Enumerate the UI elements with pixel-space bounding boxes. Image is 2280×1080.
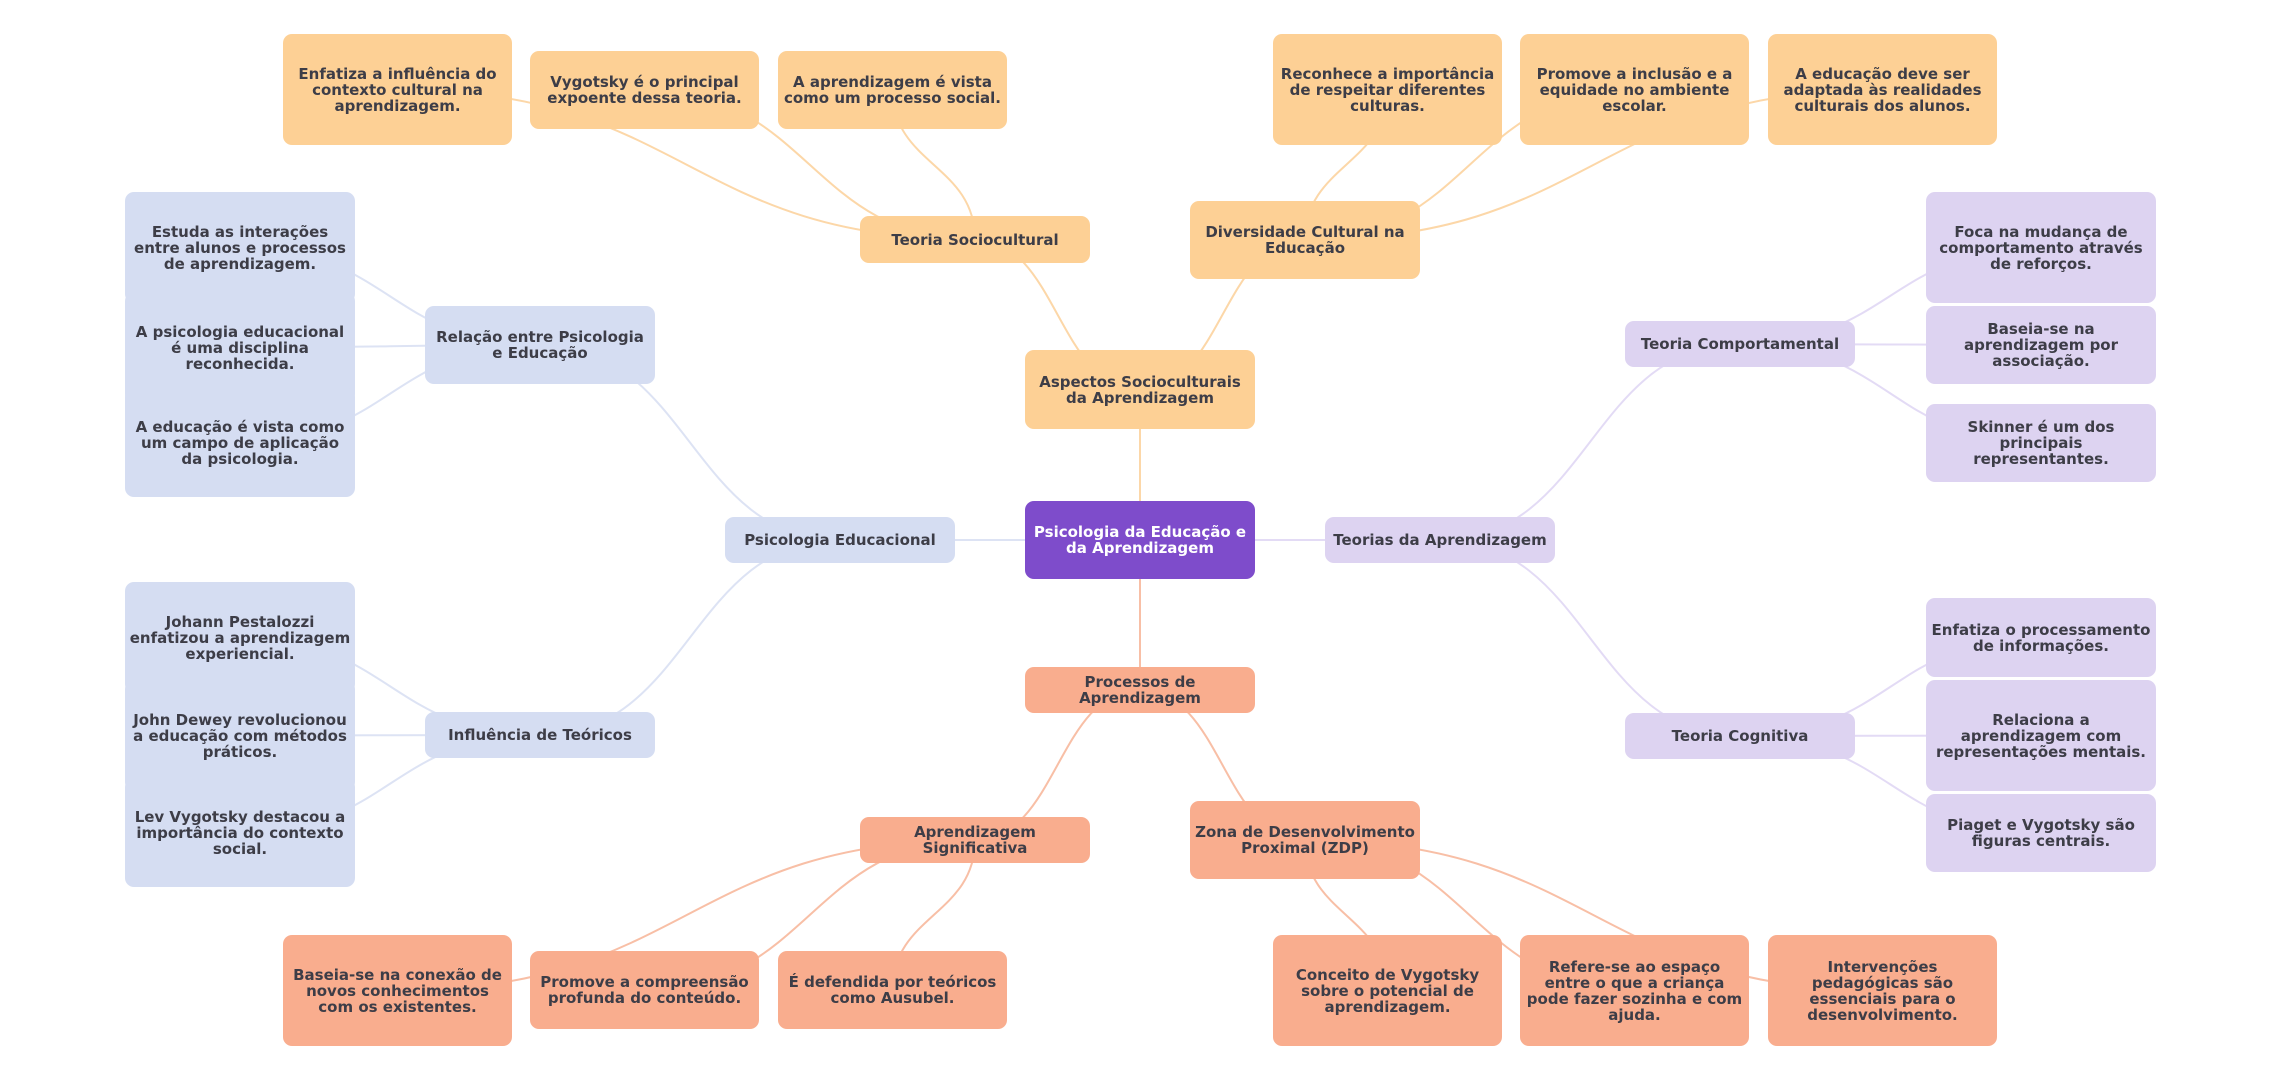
leaf-node[interactable]: A aprendizagem é vista como um processo … [778,51,1007,129]
leaf-node[interactable]: Enfatiza o processamento de informações. [1926,598,2156,677]
topic-zona-desenvolvimento-proximal[interactable]: Zona de Desenvolvimento Proximal (ZDP) [1190,801,1420,879]
leaf-text: Promove a inclusão e a equidade no ambie… [1536,64,1733,115]
leaf-node[interactable]: Promove a inclusão e a equidade no ambie… [1520,34,1749,145]
topic-aprendizagem-significativa[interactable]: Aprendizagem Significativa [860,817,1090,863]
topic-teoria-comportamental[interactable]: Teoria Comportamental [1625,321,1855,367]
leaf-node[interactable]: Piaget e Vygotsky são figuras centrais. [1926,794,2156,872]
leaf-text: Relaciona a aprendizagem com representaç… [1935,710,2146,761]
node-label: Teoria Comportamental [1640,335,1840,353]
node-label: Zona de Desenvolvimento Proximal (ZDP) [1195,823,1415,857]
leaf-text: Estuda as interações entre alunos e proc… [134,222,346,273]
leaf-node[interactable]: Estuda as interações entre alunos e proc… [125,192,355,303]
node-label: Aspectos Socioculturais da Aprendizagem [1039,372,1241,407]
leaf-node[interactable]: Promove a compreensão profunda do conteú… [530,951,759,1029]
leaf-text: Refere-se ao espaço entre o que a crianç… [1526,957,1743,1024]
connector-line [1439,343,1741,541]
leaf-node[interactable]: Baseia-se na aprendizagem por associação… [1926,306,2156,384]
leaf-text: A educação é vista como um campo de apli… [135,417,345,468]
node-label: Teorias da Aprendizagem [1333,531,1547,549]
leaf-text: Promove a compreensão profunda do conteú… [540,973,749,1007]
node-label: Teoria Cognitiva [1671,727,1809,745]
leaf-node[interactable]: Relaciona a aprendizagem com representaç… [1926,680,2156,791]
branch-aspectos-socioculturais[interactable]: Aspectos Socioculturais da Aprendizagem [1025,350,1255,429]
leaf-text: Foca na mudança de comportamento através… [1939,222,2143,273]
leaf-node[interactable]: Foca na mudança de comportamento através… [1926,192,2156,303]
leaf-node[interactable]: Baseia-se na conexão de novos conhecimen… [283,935,512,1046]
leaf-node[interactable]: Refere-se ao espaço entre o que a crianç… [1520,935,1749,1046]
leaf-node[interactable]: Reconhece a importância de respeitar dif… [1273,34,1502,145]
leaf-node[interactable]: Skinner é um dos principais representant… [1926,404,2156,482]
leaf-node[interactable]: John Dewey revolucionou a educação com m… [125,680,355,791]
leaf-node[interactable]: A educação deve ser adaptada às realidad… [1768,34,1997,145]
topic-teoria-sociocultural[interactable]: Teoria Sociocultural [860,216,1090,263]
branch-teorias-da-aprendizagem[interactable]: Teorias da Aprendizagem [1325,517,1555,563]
leaf-node[interactable]: Intervenções pedagógicas são essenciais … [1768,935,1997,1046]
node-label: Psicologia Educacional [744,531,936,549]
leaf-text: Enfatiza o processamento de informações. [1931,620,2151,655]
connector-line [539,539,841,736]
leaf-text: John Dewey revolucionou a educação com m… [133,710,347,761]
leaf-text: Conceito de Vygotsky sobre o potencial d… [1295,965,1480,1016]
leaf-text: Baseia-se na conexão de novos conhecimen… [293,965,502,1016]
leaf-node[interactable]: Johann Pestalozzi enfatizou a aprendizag… [125,582,355,693]
leaf-text: Intervenções pedagógicas são essenciais … [1807,957,1958,1024]
leaf-node[interactable]: Vygotsky é o principal expoente dessa te… [530,51,759,129]
leaf-text: Lev Vygotsky destacou a importância do c… [134,807,346,858]
leaf-text: Skinner é um dos principais representant… [1967,418,2115,468]
leaf-text: É defendida por teóricos como Ausubel. [788,973,997,1007]
node-label: Diversidade Cultural na Educação [1205,223,1405,257]
connector-line [1439,539,1741,737]
leaf-node[interactable]: A educação é vista como um campo de apli… [125,388,355,497]
leaf-text: A educação deve ser adaptada às realidad… [1783,64,1982,115]
leaf-text: A psicologia educacional é uma disciplin… [135,322,345,373]
topic-diversidade-cultural[interactable]: Diversidade Cultural na Educação [1190,201,1420,279]
leaf-node[interactable]: Conceito de Vygotsky sobre o potencial d… [1273,935,1502,1046]
node-label: Influência de Teóricos [448,726,632,744]
leaf-node[interactable]: É defendida por teóricos como Ausubel. [778,951,1007,1029]
leaf-text: Enfatiza a influência do contexto cultur… [298,64,497,115]
node-label: Processos de Aprendizagem [1079,673,1201,707]
leaf-text: Vygotsky é o principal expoente dessa te… [547,73,742,107]
leaf-node[interactable]: Lev Vygotsky destacou a importância do c… [125,778,355,887]
topic-relacao-psicologia-educacao[interactable]: Relação entre Psicologia e Educação [425,306,655,384]
leaf-text: Baseia-se na aprendizagem por associação… [1963,320,2119,370]
leaf-node[interactable]: A psicologia educacional é uma disciplin… [125,292,355,403]
node-label: Teoria Sociocultural [891,230,1059,249]
node-label: Relação entre Psicologia e Educação [436,328,644,362]
branch-psicologia-educacional[interactable]: Psicologia Educacional [725,517,955,563]
branch-processos-de-aprendizagem[interactable]: Processos de Aprendizagem [1025,667,1255,713]
topic-teoria-cognitiva[interactable]: Teoria Cognitiva [1625,713,1855,759]
root-node[interactable]: Psicologia da Educação e da Aprendizagem [1025,501,1255,579]
root-node-label: Psicologia da Educação e da Aprendizagem [1033,523,1247,557]
leaf-text: A aprendizagem é vista como um processo … [783,73,1001,107]
leaf-text: Johann Pestalozzi enfatizou a aprendizag… [129,612,351,663]
leaf-text: Piaget e Vygotsky são figuras centrais. [1947,816,2135,850]
leaf-node[interactable]: Enfatiza a influência do contexto cultur… [283,34,512,145]
node-label: Aprendizagem Significativa [914,823,1036,857]
leaf-text: Reconhece a importância de respeitar dif… [1280,64,1495,115]
topic-influencia-de-teoricos[interactable]: Influência de Teóricos [425,712,655,758]
